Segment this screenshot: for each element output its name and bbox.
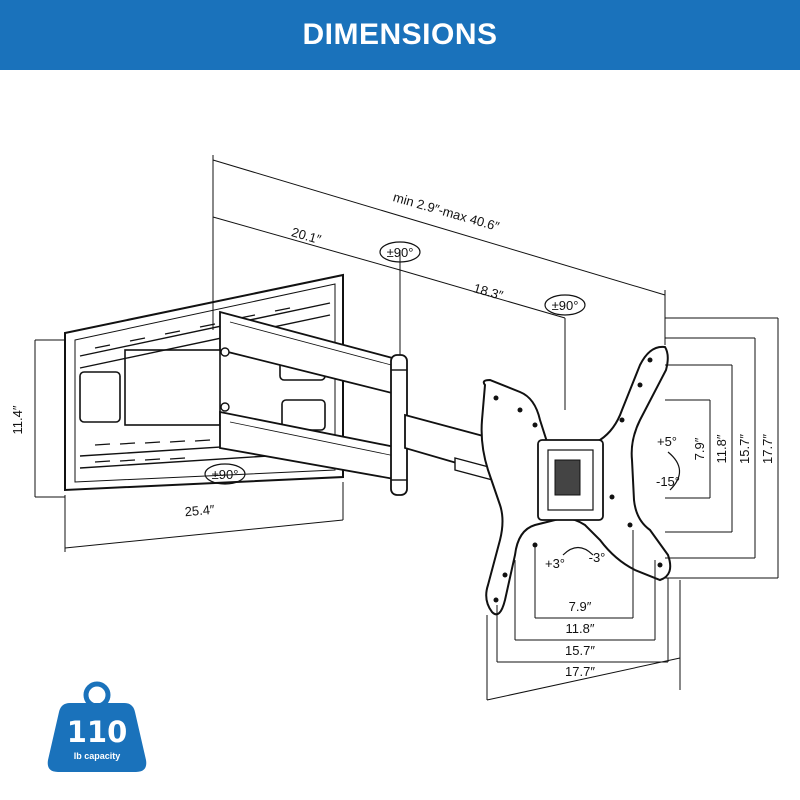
swivel-wall-label: ±90°	[212, 467, 239, 482]
swivel-elbow-label: ±90°	[387, 245, 414, 260]
header-banner: DIMENSIONS	[0, 0, 800, 70]
vesa-plate	[480, 345, 672, 616]
vesa-h-2-label: 11.8″	[566, 621, 595, 636]
vesa-h-4-label: 17.7″	[565, 664, 595, 679]
level-plus-label: +3°	[545, 556, 565, 571]
vesa-v-1-label: 7.9″	[692, 437, 707, 460]
rotation-arcs	[204, 241, 681, 556]
vesa-h-3-label: 15.7″	[565, 643, 595, 658]
plate-width-label: 25.4″	[184, 502, 215, 520]
capacity-number: 110	[67, 715, 128, 749]
vesa-v-4-label: 17.7″	[760, 434, 775, 464]
tilt-down-label: -15°	[656, 474, 680, 489]
plate-height-label: 11.4″	[10, 405, 25, 434]
capacity-caption: lb capacity	[74, 751, 121, 761]
tilt-up-label: +5°	[657, 434, 677, 449]
arm-short-label: 18.3″	[472, 280, 505, 303]
vesa-v-2-label: 11.8″	[714, 434, 729, 463]
swivel-head-label: ±90°	[552, 298, 579, 313]
vesa-h-1-label: 7.9″	[569, 599, 592, 614]
vesa-v-3-label: 15.7″	[737, 434, 752, 464]
page-title: DIMENSIONS	[302, 18, 498, 51]
weight-icon	[83, 681, 111, 709]
dimension-lines	[34, 155, 779, 701]
weight-capacity-badge: 110 lb capacity	[47, 681, 147, 772]
extension-label: min 2.9″-max 40.6″	[391, 189, 501, 234]
level-minus-label: -3°	[589, 550, 606, 565]
